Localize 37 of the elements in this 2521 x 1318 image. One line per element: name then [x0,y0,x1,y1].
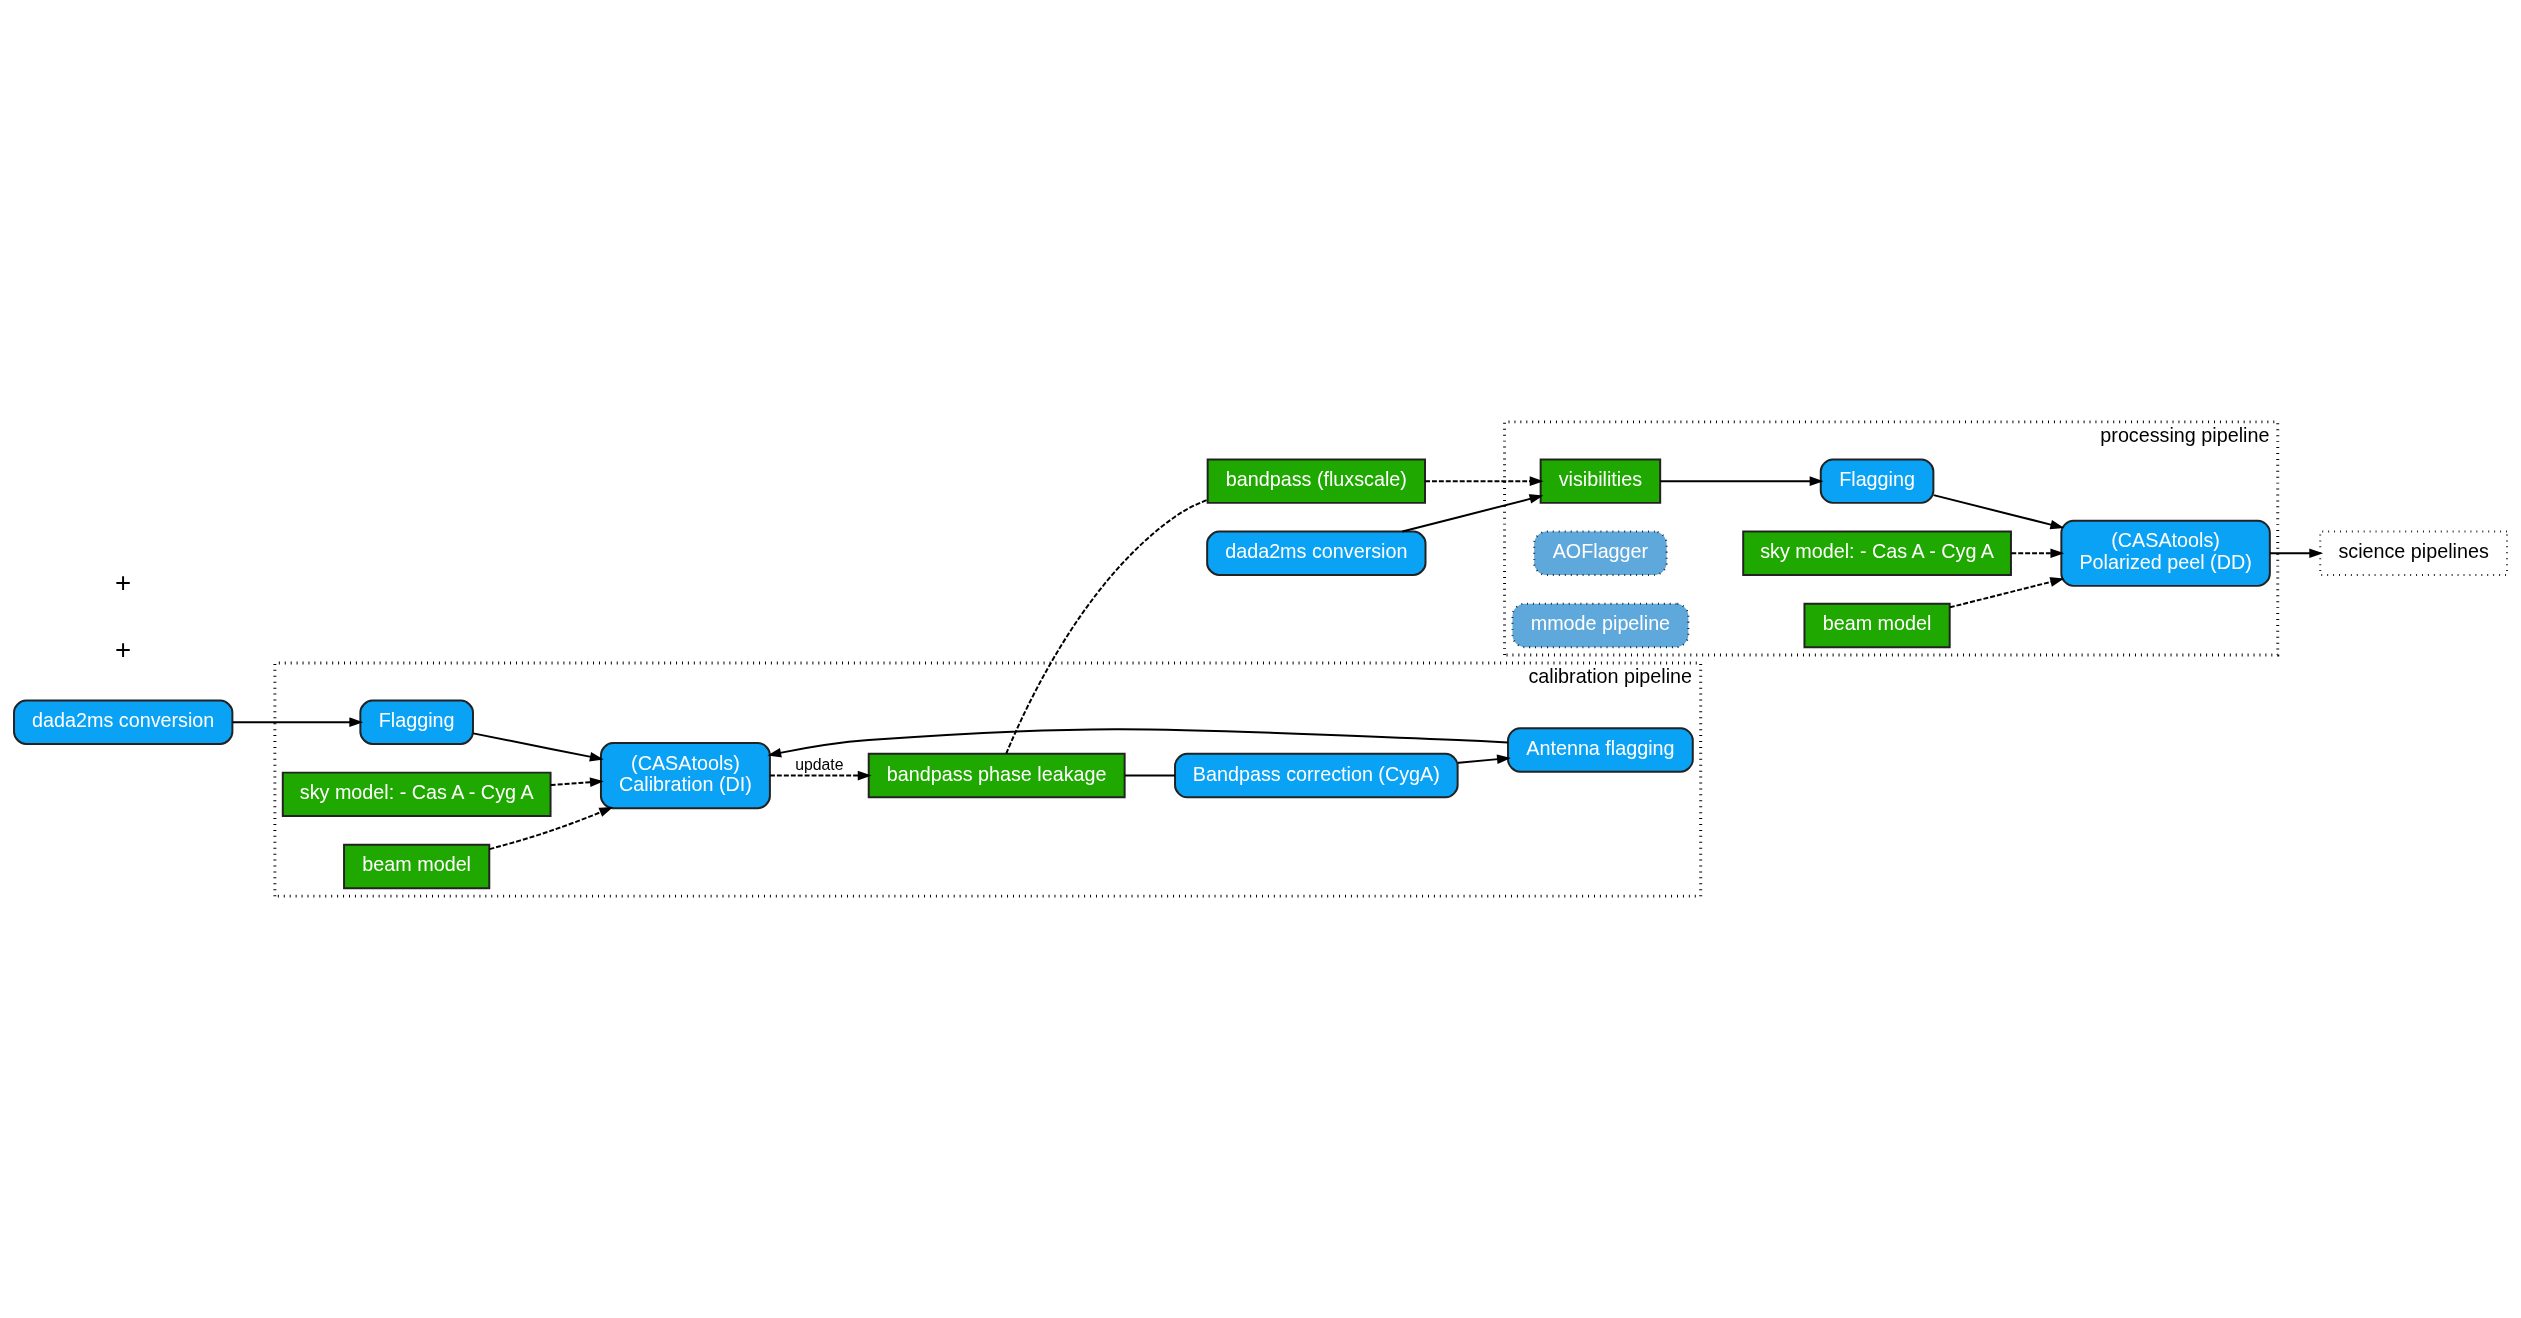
node-box: Bandpass correction (CygA) [1174,752,1459,799]
node-box: Antenna flagging [1507,727,1694,773]
arrow [769,770,872,781]
node-box: bandpass phase leakage [867,752,1126,799]
arrow [1401,494,1544,533]
arrow [2010,548,2065,559]
arrow [1949,577,2065,609]
label: + [115,566,132,598]
node-box: bandpass (fluxscale) [1206,458,1426,504]
node-box: (CASAtools) Calibration (DI) [599,742,771,810]
arrow [472,732,604,762]
arrow [549,777,604,788]
arrow [231,717,364,728]
node-box: beam model [1803,602,1951,649]
connector [1005,498,1209,755]
node-box: AOFlagger [1533,530,1668,576]
node-box: Flagging [1819,458,1935,504]
node-box: (CASAtools) Polarized peel (DD) [2060,519,2271,587]
node-box: sky model: - Cas A - Cyg A [1742,530,2012,576]
arrow [1424,476,1544,486]
label: + [115,633,132,665]
node-box: beam model [343,843,491,890]
node-box: Flagging [359,699,474,745]
node-box: mmode pipeline [1511,602,1690,649]
edge-label: update [795,756,844,774]
node-box: sky model: - Cas A - Cyg A [281,771,552,818]
arrow [1456,754,1511,765]
arrow [1932,494,2065,530]
node-box: dada2ms conversion [1206,530,1427,576]
arrow [1659,476,1824,486]
node-box: dada2ms conversion [13,699,234,745]
arrow [767,728,1509,758]
connector [1124,774,1176,777]
node-box: visibilities [1539,458,1662,504]
arrow [2268,548,2324,559]
node-box: science pipelines [2319,530,2508,576]
arrow [488,807,614,851]
